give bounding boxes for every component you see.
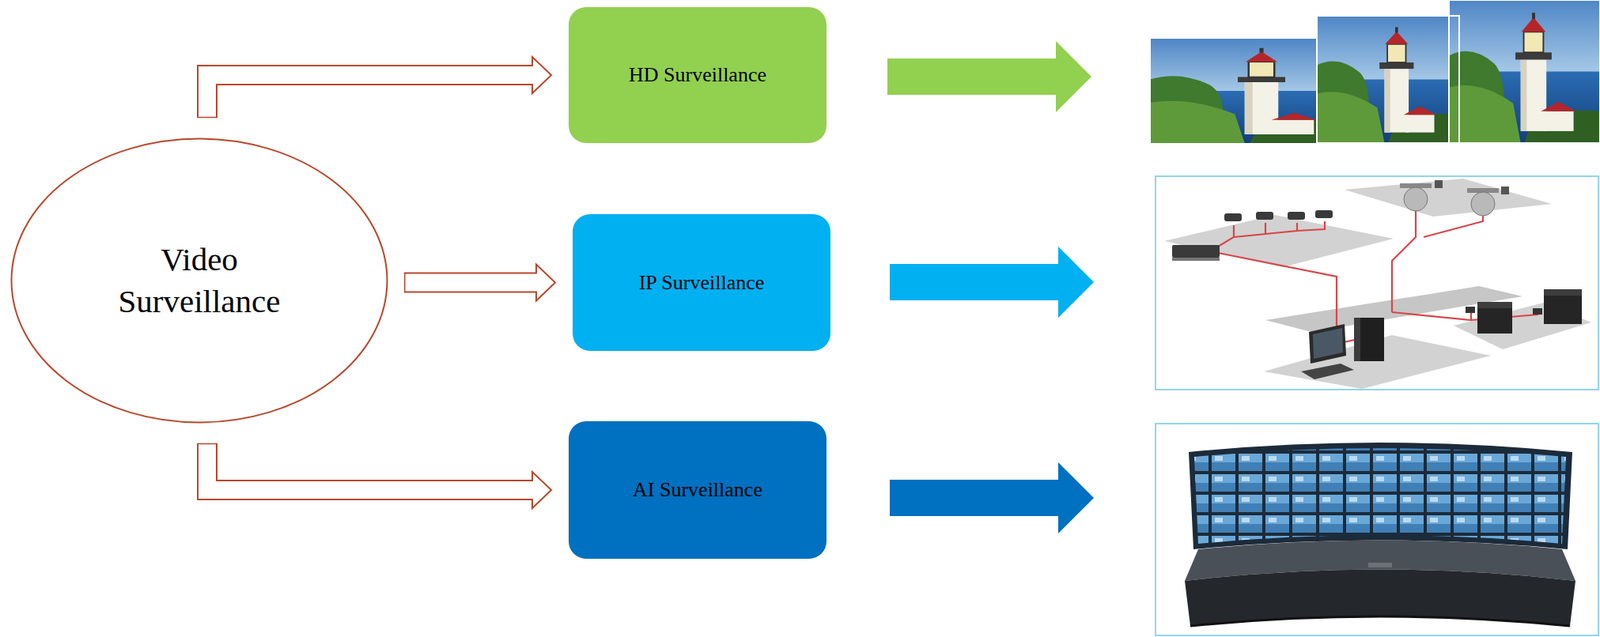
arrow-fill (405, 274, 539, 292)
lighthouse-photos (1150, 0, 1600, 144)
arrow-head (532, 56, 552, 94)
hollow-arrow (404, 264, 556, 302)
blue-arrow (889, 462, 1094, 534)
node-label: AI Surveillance (632, 476, 763, 504)
arrow-head (536, 264, 556, 302)
green-arrow (887, 41, 1092, 113)
hollow-arrow (207, 443, 552, 509)
hollow-arrow (207, 56, 552, 118)
cyan-arrow (889, 246, 1094, 318)
node-label: IP Surveillance (639, 269, 765, 297)
ellipse-shape (11, 139, 388, 424)
process-box: AI Surveillance (568, 421, 827, 560)
node-label: Video Surveillance (96, 238, 303, 324)
process-box: HD Surveillance (568, 7, 827, 144)
arrow-fill (207, 444, 534, 491)
node-label: HD Surveillance (628, 61, 767, 89)
ip-network-illustration (1155, 176, 1599, 390)
source-ellipse: Video Surveillance (10, 137, 389, 424)
process-box: IP Surveillance (572, 214, 831, 352)
video-wall-illustration (1155, 423, 1599, 636)
arrow-fill (207, 75, 534, 118)
ellipse-outline (10, 137, 389, 424)
arrow-head (532, 472, 552, 509)
